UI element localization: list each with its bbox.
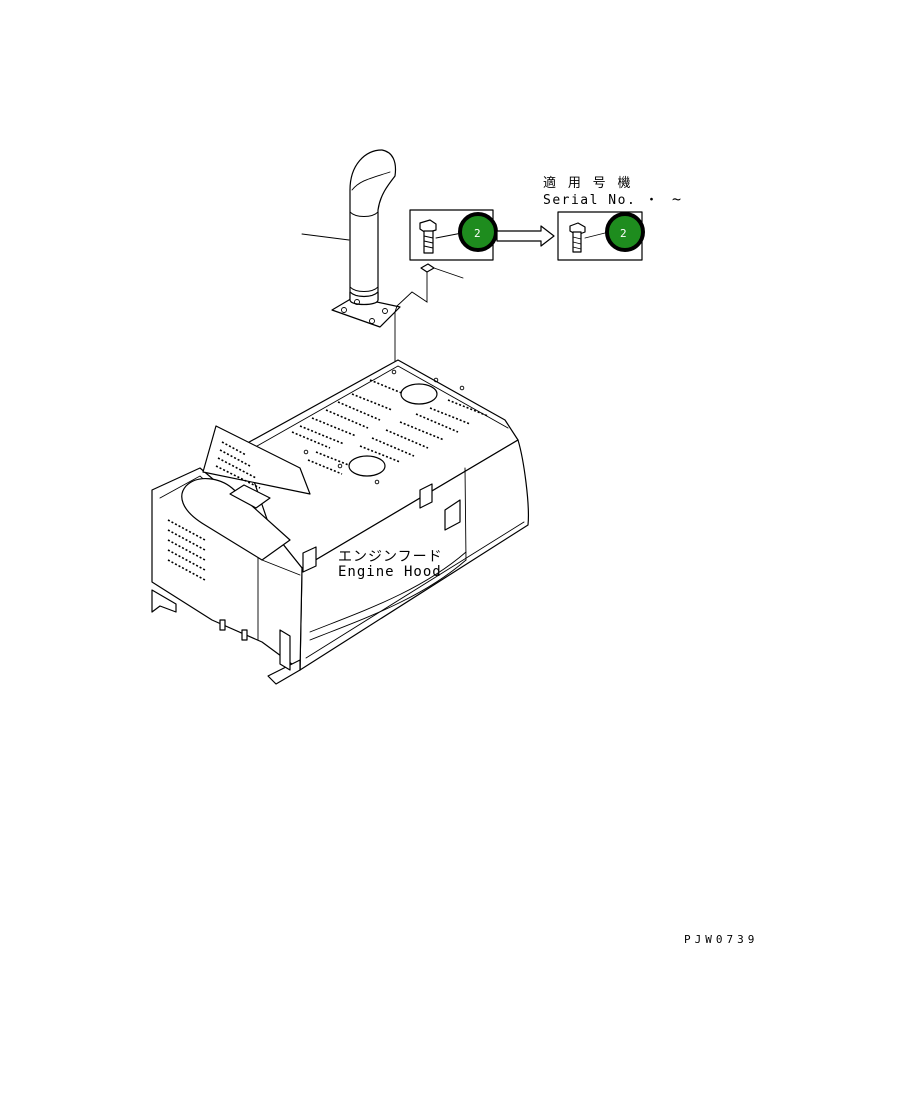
connector-line [394, 271, 428, 313]
badge-left-label: 2 [474, 227, 481, 240]
badge-left-circle [458, 212, 498, 252]
hood-label-jp: エンジンフード [338, 549, 443, 565]
serial-label-en: Serial No. [543, 193, 636, 208]
pipe-leader-line [301, 233, 350, 241]
arrow-right-icon [496, 225, 555, 247]
pipe-flange [331, 291, 401, 328]
serial-range-tilde: ~ [672, 190, 681, 208]
bolt-icon-left [419, 219, 463, 254]
serial-separator: ・ [645, 193, 658, 208]
drawing-code: PJW0739 [684, 933, 758, 946]
exhaust-pipe [349, 149, 397, 301]
serial-label-jp: 適 用 号 機 [543, 175, 632, 191]
hood-label-en: Engine Hood [338, 564, 442, 580]
badge-right-label: 2 [620, 227, 627, 240]
engine-hood [151, 359, 529, 685]
badge-right-circle [605, 212, 645, 252]
washer-part [420, 263, 464, 279]
bolt-icon-right [569, 222, 610, 253]
